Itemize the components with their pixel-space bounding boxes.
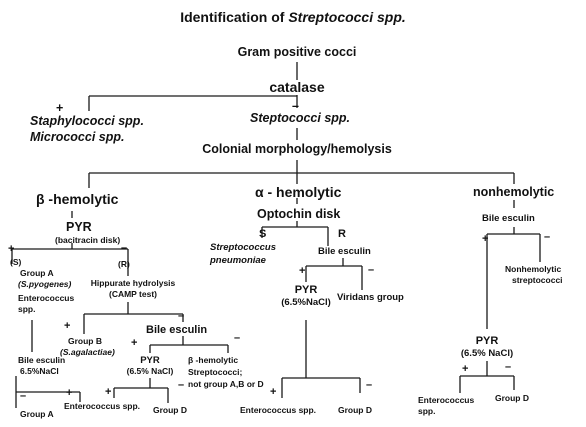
enterococcus-label: Enterococcus [18, 293, 75, 303]
beta-other-line3: not group A,B or D [188, 379, 264, 389]
group-b-label: Group B [68, 336, 102, 346]
beta-pyr-plus: + [8, 243, 15, 255]
nonhemolytic-streptococci-line1: Nonhemolytic [505, 264, 562, 274]
non-pyr-plus: + [462, 363, 469, 375]
page-title: Identification of Streptococci spp. [0, 10, 586, 25]
beta-pyr-2-minus: – [178, 379, 185, 391]
alpha-bile-minus: – [368, 264, 375, 276]
colonial-morphology: Colonial morphology/hemolysis [202, 142, 392, 156]
left-plus: + [66, 387, 73, 399]
result-enterococcus-right: Enterococcus [418, 395, 475, 405]
result-group-d-left: Group D [153, 405, 187, 415]
bile-esculin-middle: Bile esculin [146, 324, 208, 336]
beta-pyr: PYR [66, 220, 92, 234]
title-italic: Streptococci spp. [288, 9, 406, 25]
alpha-pyr-plus: + [270, 386, 277, 398]
beta-s: (S) [10, 257, 22, 267]
s-pyogenes: (S.pyogenes) [18, 279, 72, 289]
left-minus: – [20, 390, 27, 402]
catalase-label: catalase [269, 79, 325, 95]
hippurate-minus: – [178, 310, 185, 322]
title-prefix: Identification of [180, 9, 289, 25]
bacitracin-disk: (bacitracin disk) [55, 235, 121, 245]
catalase-minus: – [292, 99, 299, 113]
beta-pyr-2-plus: + [105, 386, 112, 398]
camp-test: (CAMP test) [108, 289, 157, 299]
nonhemolytic-label: nonhemolytic [473, 185, 555, 199]
nonhemolytic-streptococci-line2: streptococci [512, 275, 563, 285]
non-bile-minus: – [544, 231, 551, 243]
result-group-d-right: Group D [495, 393, 529, 403]
non-bile-plus: + [482, 233, 489, 245]
non-bile-esculin: Bile esculin [482, 213, 535, 224]
beta-other-line2: Streptococci; [188, 367, 243, 377]
result-enterococcus-right-spp: spp. [418, 406, 436, 416]
viridans-group: Viridans group [337, 292, 404, 303]
micrococci-result: Micrococci spp. [30, 130, 125, 144]
alpha-pyr: PYR [294, 284, 318, 296]
streptococci-result: Steptococci spp. [250, 111, 351, 125]
result-group-d-middle: Group D [338, 405, 372, 415]
beta-pyr-2: PYR [140, 355, 160, 366]
pneumoniae-label: pneumoniae [210, 255, 266, 266]
result-group-a: Group A [20, 409, 54, 419]
beta-pyr-minus: – [121, 242, 128, 254]
gram-positive-cocci: Gram positive cocci [237, 45, 357, 59]
staphylococci-result: Staphylococci spp. [30, 114, 144, 128]
optochin-s: S [259, 228, 267, 240]
non-pyr-minus: – [505, 361, 512, 373]
alpha-bile-esculin: Bile esculin [318, 246, 371, 257]
bile-esculin-plus: + [131, 337, 138, 349]
beta-hemolytic-label: β -hemolytic [36, 191, 119, 207]
s-agalactiae: (S.agalactiae) [60, 347, 115, 357]
result-enterococcus-left: Enterococcus spp. [64, 401, 141, 411]
beta-other-line1: β -hemolytic [188, 355, 239, 365]
hippurate-hydrolysis: Hippurate hydrolysis [90, 278, 176, 288]
bile-esculin-left: Bile esculin [18, 355, 66, 365]
catalase-plus: + [56, 101, 64, 115]
optochin-r: R [338, 228, 346, 240]
optochin-disk: Optochin disk [257, 207, 341, 221]
bile-esculin-minus: – [234, 332, 241, 344]
enterococcus-spp: spp. [18, 304, 36, 314]
alpha-bile-plus: + [299, 265, 306, 277]
non-pyr: PYR [475, 335, 499, 347]
alpha-hemolytic-label: α - hemolytic [255, 184, 342, 200]
non-nacl: (6.5% NaCl) [460, 348, 514, 359]
alpha-pyr-minus: – [366, 379, 373, 391]
group-a-label: Group A [20, 268, 54, 278]
result-enterococcus-middle: Enterococcus spp. [240, 405, 317, 415]
hippurate-plus: + [64, 320, 71, 332]
alpha-nacl: (6.5%NaCl) [281, 297, 331, 308]
nacl-left: 6.5%NaCl [20, 366, 59, 376]
streptococcus-label: Streptococcus [210, 242, 276, 253]
beta-r: (R) [118, 259, 130, 269]
nacl-middle: (6.5% NaCl) [126, 366, 174, 376]
